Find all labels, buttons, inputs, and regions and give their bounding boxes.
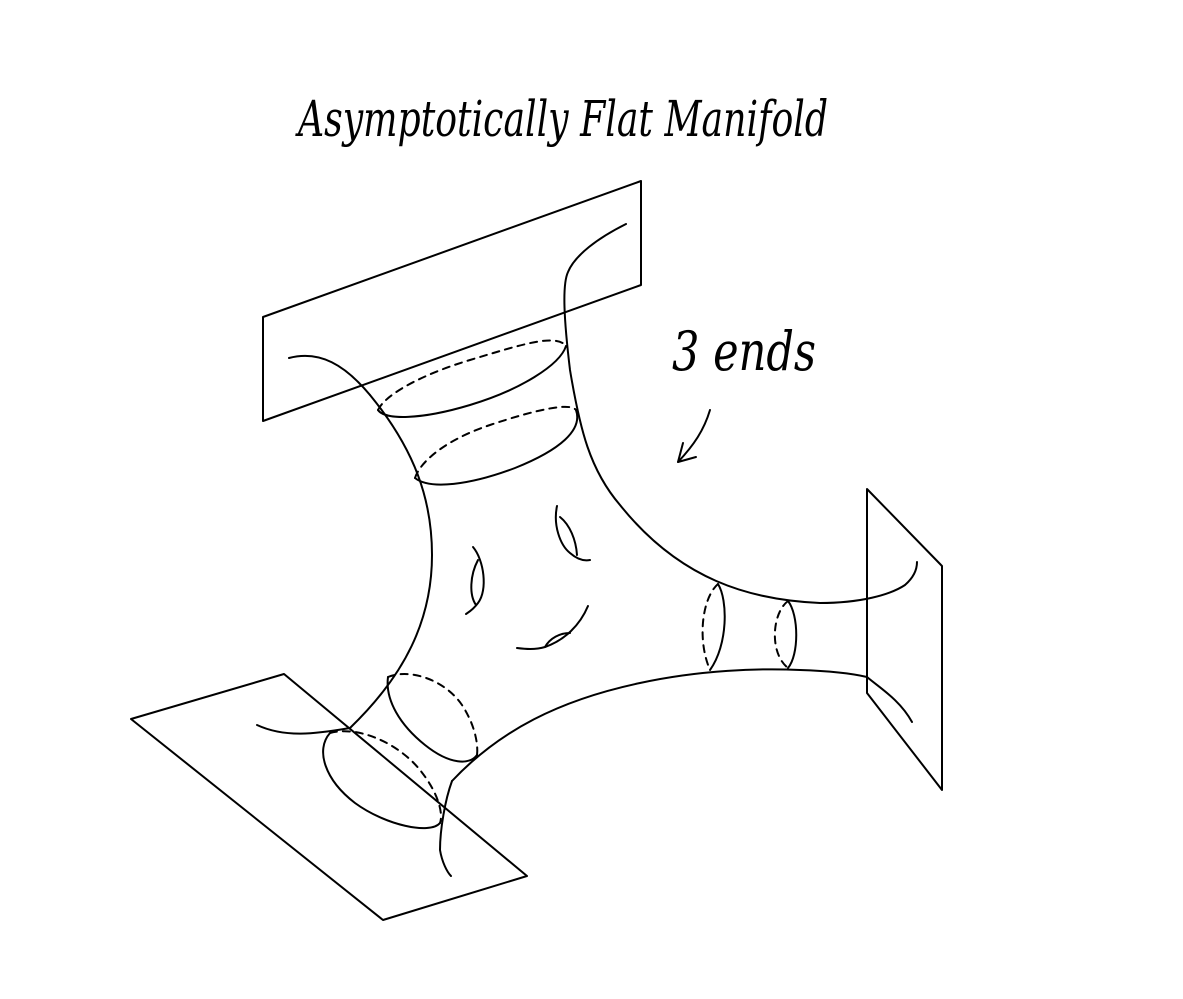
annotation-label: 3 ends bbox=[672, 320, 816, 383]
neck-bottom-circles bbox=[323, 674, 477, 828]
annotation-arrow bbox=[678, 410, 710, 462]
neck-right-circles bbox=[703, 584, 867, 675]
plane-bottom-left bbox=[131, 674, 527, 920]
neck-top-circles bbox=[378, 340, 577, 484]
diagram-title: Asymptotically Flat Manifold bbox=[295, 90, 828, 148]
manifold-surface bbox=[257, 224, 917, 876]
plane-top bbox=[263, 181, 641, 421]
surface-handles bbox=[466, 506, 590, 649]
plane-right bbox=[867, 489, 942, 790]
